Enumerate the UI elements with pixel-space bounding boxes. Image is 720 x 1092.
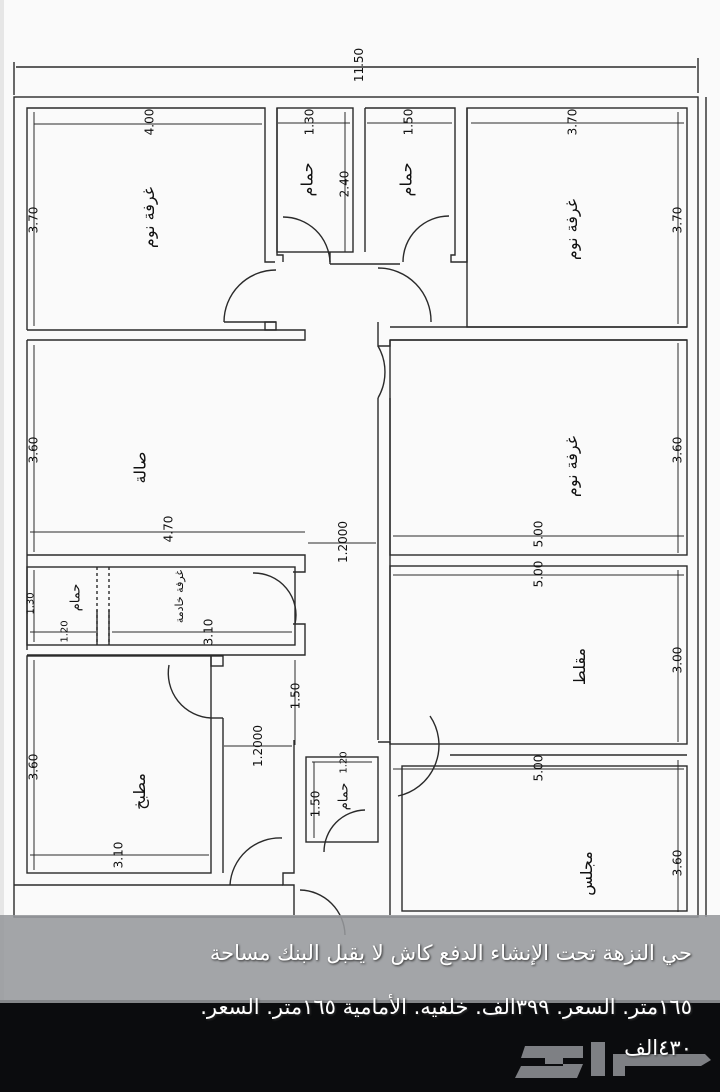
room-label-bath-bottom: حمام — [336, 782, 352, 811]
dim-bedroom-mr-width: 5.00 — [531, 520, 546, 548]
dim-overall-width: 11.50 — [352, 47, 367, 83]
dim-maid-bath-width: 1.20 — [59, 620, 71, 643]
dim-majlis-width: 5.00 — [531, 754, 546, 782]
dim-annex-width: 5.00 — [531, 560, 546, 588]
dim-bath1-width: 1.30 — [302, 108, 317, 136]
dim-kitchen-height: 3.60 — [26, 753, 41, 781]
dim-bath1-height: 2.40 — [337, 170, 352, 198]
room-label-bedroom-mid-right: غرفة نوم — [562, 435, 582, 498]
room-label-bedroom-top-left: غرفة نوم — [139, 186, 159, 249]
room-label-maid-bath: حمام — [68, 583, 84, 612]
dim-entry-depth: 1.50 — [288, 682, 303, 710]
dim-bedroom-tl-height: 3.70 — [26, 206, 41, 234]
dim-maid-bath-height: 1.30 — [25, 592, 37, 615]
dim-corridor-upper: 1.2000 — [336, 521, 350, 563]
listing-caption-overlay: حي النزهة تحت الإنشاء الدفع كاش لا يقبل … — [0, 915, 720, 1019]
room-label-hall: صالة — [130, 451, 150, 484]
dim-bath2-width: 1.50 — [401, 108, 416, 136]
dim-corridor-lower: 1.2000 — [251, 725, 265, 767]
haraj-logo — [515, 1042, 711, 1078]
dim-bedroom-tr-width: 3.70 — [565, 108, 580, 136]
dim-bath-bottom-height: 1.50 — [308, 790, 323, 818]
dim-majlis-height: 3.60 — [670, 849, 685, 877]
room-label-bath-top-1: حمام — [297, 162, 317, 197]
dim-bedroom-tl-width: 4.00 — [142, 108, 157, 136]
dim-bedroom-mr-height: 3.60 — [670, 436, 685, 464]
sheet-edge — [0, 0, 4, 1000]
dim-hall-width: 4.70 — [161, 515, 176, 543]
caption-line-2: ١٦٥متر. السعر. ٣٩٩الف. خلفيه. الأمامية ١… — [200, 995, 692, 1019]
room-label-bedroom-top-right: غرفة نوم — [562, 198, 582, 261]
caption-line-3: ٤٣٠الف — [624, 1036, 692, 1060]
dim-bedroom-tr-height: 3.70 — [670, 206, 685, 234]
dim-hall-height: 3.60 — [26, 436, 41, 464]
room-label-annex: مقلط — [570, 647, 590, 686]
room-label-maid-room: غرفة خادمة — [173, 569, 187, 624]
room-label-kitchen: مطبخ — [129, 773, 149, 810]
dim-annex-height: 3.00 — [670, 646, 685, 674]
dim-bath-bottom-width: 1.20 — [338, 751, 350, 774]
room-label-majlis: مجلس — [576, 851, 596, 896]
floor-plan-drawing — [13, 58, 707, 936]
caption-line-1: حي النزهة تحت الإنشاء الدفع كاش لا يقبل … — [209, 941, 692, 965]
dim-kitchen-width: 3.10 — [111, 841, 126, 869]
dim-maid-room-width: 3.10 — [201, 618, 216, 646]
room-label-bath-top-2: حمام — [396, 162, 416, 197]
floor-plan-sheet: 11.50 4.00 3.70 1.30 2.40 1.50 3.70 3.70… — [0, 0, 720, 1000]
